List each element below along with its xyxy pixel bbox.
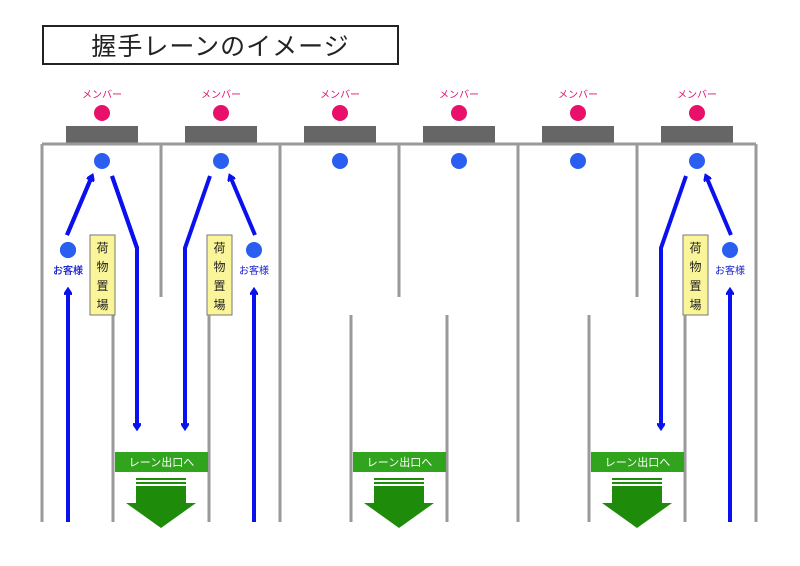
exit-label: レーン出口へ <box>605 455 670 469</box>
exit-arrow <box>602 486 672 528</box>
baggage-area <box>682 234 709 316</box>
staff-dot <box>332 153 348 169</box>
baggage-area <box>89 234 116 316</box>
exit-flow-arrow <box>110 175 137 428</box>
member-dot <box>689 105 705 121</box>
guest-label: お客様 <box>715 264 745 277</box>
exit-flow-arrow <box>185 175 212 428</box>
diagram-title: 握手レーンのイメージ <box>42 25 399 65</box>
member-label: メンバー <box>201 89 241 101</box>
exit-label: レーン出口へ <box>367 455 432 469</box>
desk <box>661 126 733 144</box>
guest-label: お客様 <box>53 264 83 277</box>
desk <box>185 126 257 144</box>
baggage-label-char: 場 <box>689 298 701 312</box>
baggage-label-char: 物 <box>96 260 108 274</box>
baggage-label-char: 場 <box>213 298 225 312</box>
staff-dot <box>570 153 586 169</box>
exit-bar <box>115 452 208 472</box>
baggage-label-char: 置 <box>96 279 108 293</box>
approach-arrow <box>230 176 257 236</box>
staff-dot <box>451 153 467 169</box>
exit-arrow-stripe <box>374 478 424 480</box>
exit-arrow-stripe <box>612 482 662 484</box>
exit-bar <box>591 452 684 472</box>
baggage-label-char: 物 <box>213 260 225 274</box>
approach-arrow <box>706 176 733 236</box>
member-label: メンバー <box>439 89 479 101</box>
baggage-label-char: 荷 <box>689 241 701 255</box>
baggage-label-char: 物 <box>689 260 701 274</box>
staff-dot <box>94 153 110 169</box>
exit-arrow-stripe <box>136 478 186 480</box>
baggage-label-char: 置 <box>689 279 701 293</box>
staff-dot <box>213 153 229 169</box>
exit-arrow-stripe <box>136 482 186 484</box>
desk <box>304 126 376 144</box>
exit-bar <box>353 452 446 472</box>
member-dot <box>213 105 229 121</box>
member-dot <box>570 105 586 121</box>
staff-dot <box>689 153 705 169</box>
member-dot <box>332 105 348 121</box>
baggage-label-char: 置 <box>213 279 225 293</box>
guest-label: お客様 <box>53 264 83 277</box>
member-label: メンバー <box>558 89 598 101</box>
exit-arrow-stripe <box>612 478 662 480</box>
lane-group: メンバーお客様荷物置場メンバーお客様荷物置場レーン出口へ <box>53 89 758 528</box>
guest-dot <box>246 242 262 258</box>
member-label: メンバー <box>677 89 717 101</box>
exit-arrow <box>364 486 434 528</box>
exit-arrow <box>126 486 196 528</box>
baggage-label-char: 荷 <box>213 241 225 255</box>
baggage-area <box>206 234 233 316</box>
guest-dot <box>60 242 76 258</box>
desk <box>66 126 138 144</box>
desk <box>542 126 614 144</box>
exit-label: レーン出口へ <box>129 455 194 469</box>
lane-group: メンバーお客様荷物置場メンバーお客様荷物置場レーン出口へ <box>40 89 280 528</box>
desk <box>423 126 495 144</box>
approach-arrow <box>65 176 92 236</box>
member-dot <box>451 105 467 121</box>
exit-arrow-stripe <box>374 482 424 484</box>
guest-dot <box>722 242 738 258</box>
guest-label: お客様 <box>239 264 269 277</box>
member-label: メンバー <box>320 89 360 101</box>
member-dot <box>94 105 110 121</box>
exit-flow-arrow <box>661 175 688 428</box>
member-label: メンバー <box>82 89 122 101</box>
guest-label: お客様 <box>53 264 83 277</box>
baggage-label-char: 荷 <box>96 241 108 255</box>
baggage-label-char: 場 <box>96 298 108 312</box>
